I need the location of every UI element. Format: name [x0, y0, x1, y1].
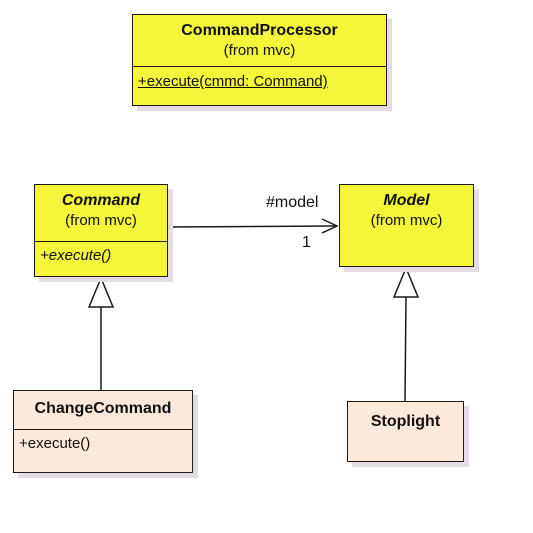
class-command-processor[interactable]: CommandProcessor (from mvc) +execute(cmm…	[132, 14, 387, 106]
class-change-command[interactable]: ChangeCommand +execute()	[13, 390, 193, 473]
class-name: Model	[383, 192, 430, 209]
class-command[interactable]: Command (from mvc) +execute()	[34, 184, 168, 277]
class-package: (from mvc)	[65, 212, 137, 229]
operation-execute: +execute(cmmd: Command)	[138, 73, 328, 90]
generalization-triangle-command	[87, 276, 115, 308]
generalization-triangle-model	[392, 266, 420, 298]
class-name: ChangeCommand	[34, 400, 172, 417]
operation-execute: +execute()	[19, 435, 91, 452]
class-package: (from mvc)	[223, 42, 296, 59]
association-multiplicity-label: 1	[302, 234, 311, 251]
association-line	[167, 225, 337, 228]
class-stoplight[interactable]: Stoplight	[347, 401, 464, 462]
association-role-label: #model	[266, 194, 319, 211]
association-arrowhead	[321, 218, 339, 234]
operation-execute: +execute()	[40, 247, 112, 264]
class-model[interactable]: Model (from mvc)	[339, 184, 474, 267]
class-package: (from mvc)	[370, 212, 443, 229]
generalization-line-stoplight	[404, 296, 407, 402]
class-name: Stoplight	[370, 413, 441, 430]
class-name: Command	[61, 192, 141, 209]
class-name: CommandProcessor	[181, 22, 338, 39]
